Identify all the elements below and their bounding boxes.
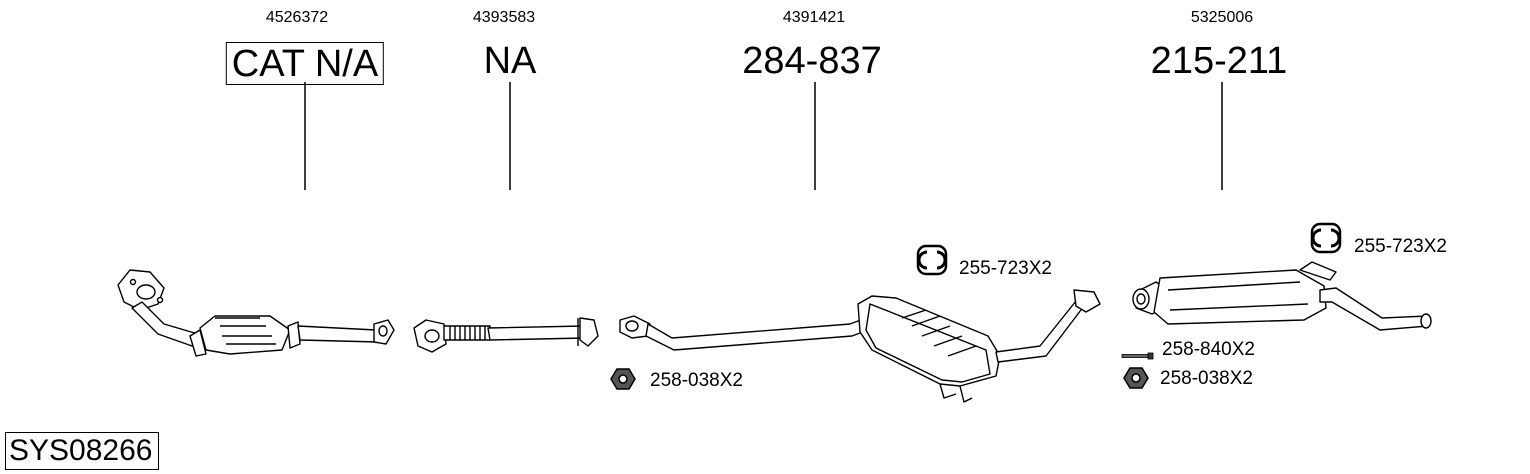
- accessory-label-hanger-middle[interactable]: 255-723X2: [959, 258, 1052, 279]
- accessory-label-nut-middle[interactable]: 258-038X2: [650, 370, 743, 391]
- oem-number-1: 4526372: [265, 9, 329, 26]
- part-number-2[interactable]: NA: [483, 40, 537, 82]
- middle-silencer-drawing: [619, 289, 1101, 403]
- system-code: SYS08266: [5, 432, 160, 470]
- bolt-icon: [1121, 352, 1154, 360]
- hex-nut-icon: [1123, 367, 1149, 389]
- catalytic-converter-drawing: [117, 269, 395, 357]
- part-number-1[interactable]: CAT N/A: [225, 42, 385, 85]
- front-pipe-drawing: [413, 317, 599, 353]
- accessory-label-bolt-rear[interactable]: 258-840X2: [1162, 339, 1255, 360]
- part-number-3[interactable]: 284-837: [742, 40, 882, 82]
- accessory-label-nut-rear[interactable]: 258-038X2: [1160, 368, 1253, 389]
- oem-number-2: 4393583: [472, 9, 536, 26]
- hex-nut-icon: [610, 368, 636, 390]
- rubber-hanger-icon: [1310, 222, 1342, 254]
- rubber-hanger-icon: [916, 244, 948, 276]
- oem-number-3: 4391421: [782, 9, 846, 26]
- accessory-label-hanger-rear[interactable]: 255-723X2: [1354, 236, 1447, 257]
- oem-number-4: 5325006: [1190, 9, 1254, 26]
- rear-silencer-drawing: [1132, 261, 1432, 331]
- part-number-4[interactable]: 215-211: [1150, 40, 1288, 82]
